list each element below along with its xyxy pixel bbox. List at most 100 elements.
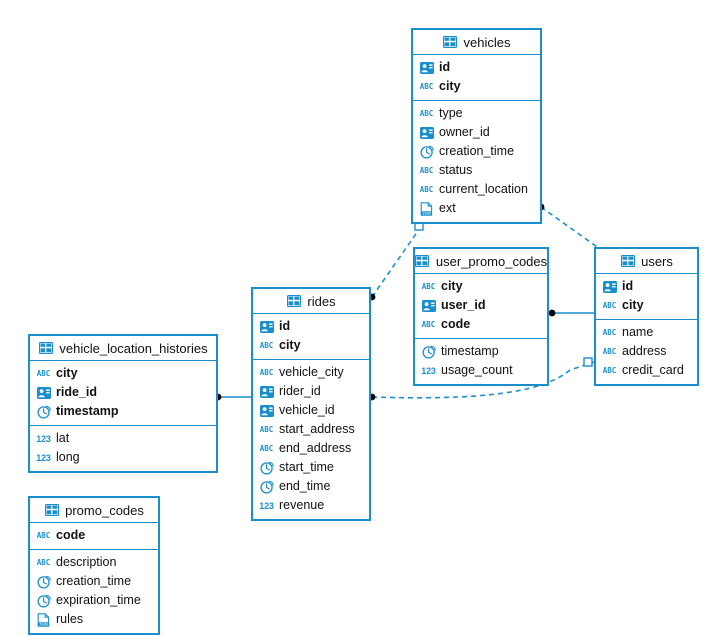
column-row-end_time[interactable]: end_time	[253, 477, 369, 496]
column-label: owner_id	[439, 125, 490, 140]
json-document-icon: JSON	[36, 612, 51, 627]
column-row-creation_time[interactable]: creation_time	[413, 142, 540, 161]
column-row-start_time[interactable]: start_time	[253, 458, 369, 477]
column-label: address	[622, 344, 667, 359]
column-label: user_id	[441, 298, 486, 313]
column-label: lat	[56, 431, 70, 446]
relationship-user_promo_codes-users[interactable]	[548, 309, 594, 317]
column-row-address[interactable]: ABC address	[596, 342, 697, 361]
table-title: users	[641, 253, 673, 269]
column-row-timestamp[interactable]: timestamp	[415, 342, 547, 361]
column-row-id[interactable]: id	[413, 58, 540, 77]
column-label: usage_count	[441, 363, 513, 378]
abc-string-icon: ABC	[259, 341, 274, 350]
column-row-ride_id[interactable]: ride_id	[30, 383, 216, 402]
column-row-expiration_time[interactable]: expiration_time	[30, 591, 158, 610]
column-row-user_id[interactable]: user_id	[415, 296, 547, 315]
table-header-user_promo_codes[interactable]: user_promo_codes	[415, 249, 547, 274]
column-row-owner_id[interactable]: owner_id	[413, 123, 540, 142]
abc-string-icon: ABC	[36, 369, 51, 378]
table-header-rides[interactable]: rides	[253, 289, 369, 314]
id-card-icon	[259, 403, 274, 418]
table-header-users[interactable]: users	[596, 249, 697, 274]
column-row-creation_time[interactable]: creation_time	[30, 572, 158, 591]
column-label: status	[439, 163, 473, 178]
clock-timestamp-icon	[421, 344, 436, 359]
column-label: city	[56, 366, 78, 381]
column-label: vehicle_city	[279, 365, 344, 380]
relationship-vehicle_location_histories-rides[interactable]	[214, 393, 251, 401]
svg-text:JSON: JSON	[39, 622, 48, 626]
abc-string-icon: ABC	[259, 368, 274, 377]
column-row-id[interactable]: id	[596, 277, 697, 296]
table-grid-icon	[286, 294, 301, 309]
column-label: city	[622, 298, 644, 313]
abc-string-icon: ABC	[36, 531, 51, 540]
123-number-icon: 123	[259, 500, 274, 511]
column-row-vehicle_city[interactable]: ABC vehicle_city	[253, 363, 369, 382]
column-row-id[interactable]: id	[253, 317, 369, 336]
svg-text:JSON: JSON	[422, 211, 431, 215]
table-header-vehicles[interactable]: vehicles	[413, 30, 540, 55]
clock-timestamp-icon	[419, 144, 434, 159]
column-label: id	[622, 279, 634, 294]
column-row-city[interactable]: ABC city	[30, 364, 216, 383]
table-header-vehicle_location_histories[interactable]: vehicle_location_histories	[30, 336, 216, 361]
column-label: credit_card	[622, 363, 684, 378]
column-label: code	[441, 317, 471, 332]
json-document-icon: JSON	[419, 201, 434, 216]
table-title: user_promo_codes	[435, 253, 548, 269]
table-title: vehicle_location_histories	[59, 340, 208, 356]
column-row-timestamp[interactable]: timestamp	[30, 402, 216, 421]
table-grid-icon	[415, 254, 430, 269]
abc-string-icon: ABC	[259, 444, 274, 453]
table-title: promo_codes	[65, 502, 144, 518]
abc-string-icon: ABC	[602, 328, 617, 337]
column-row-vehicle_id[interactable]: vehicle_id	[253, 401, 369, 420]
column-label: expiration_time	[56, 593, 141, 608]
column-row-rider_id[interactable]: rider_id	[253, 382, 369, 401]
relationship-endpoint-square	[583, 357, 593, 367]
column-label: start_address	[279, 422, 355, 437]
abc-string-icon: ABC	[419, 109, 434, 118]
table-grid-icon	[44, 503, 59, 518]
abc-string-icon: ABC	[602, 347, 617, 356]
table-header-promo_codes[interactable]: promo_codes	[30, 498, 158, 523]
id-card-icon	[419, 60, 434, 75]
relationship-endpoint-dot	[548, 309, 556, 317]
